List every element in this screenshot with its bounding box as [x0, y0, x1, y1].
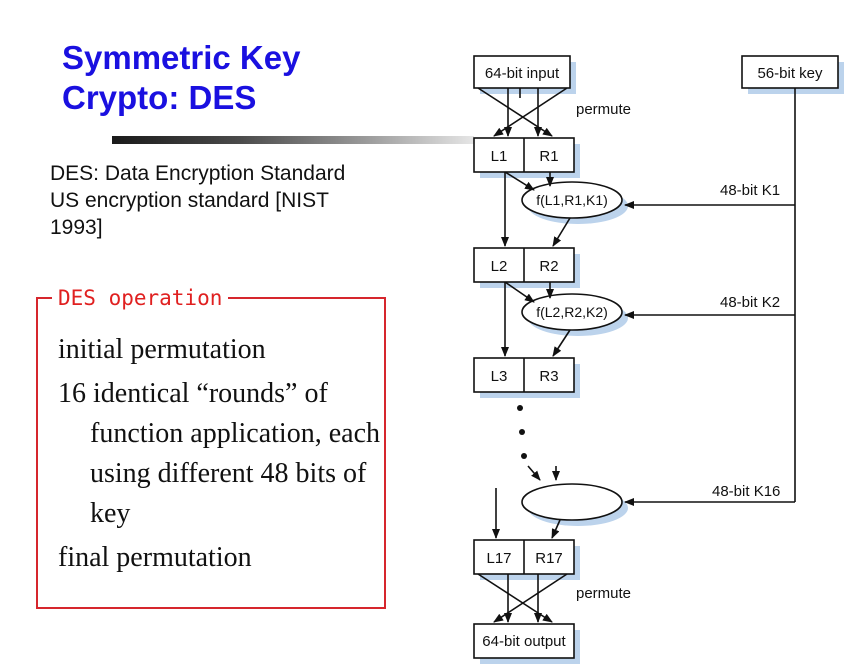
- permute-top-lines: [477, 87, 568, 137]
- operation-item-final: final permutation: [58, 542, 252, 573]
- r2-label: R2: [539, 258, 558, 275]
- l2-label: L2: [491, 258, 508, 275]
- key-block: 56-bit key: [741, 55, 844, 94]
- output-block: 64-bit output: [473, 623, 580, 664]
- output-label: 64-bit output: [482, 633, 566, 650]
- operation-item-rounds: 16 identical “rounds” of function applic…: [58, 378, 380, 529]
- r3-label: R3: [539, 368, 558, 385]
- intro-text: DES: Data Encryption Standard US encrypt…: [50, 160, 440, 241]
- intro-line-1: DES: Data Encryption Standard: [50, 162, 346, 185]
- k1-label: 48-bit K1: [720, 182, 780, 199]
- l1-label: L1: [491, 148, 508, 165]
- slide-title: Symmetric Key Crypto: DES: [62, 38, 300, 118]
- f-round-16: [521, 483, 628, 526]
- k16-label: 48-bit K16: [712, 483, 780, 500]
- input-block: 64-bit input: [473, 55, 576, 94]
- r1-label: R1: [539, 148, 558, 165]
- round-17-block: L17 R17: [473, 539, 580, 580]
- l3-label: L3: [491, 368, 508, 385]
- des-operation-list: initial permutation 16 identical “rounds…: [58, 330, 380, 582]
- l17-label: L17: [486, 550, 511, 567]
- k2-label: 48-bit K2: [720, 294, 780, 311]
- f-round-2: f(L2,R2,K2): [521, 293, 628, 336]
- round-1-block: L1 R1: [473, 137, 580, 178]
- f2-label: f(L2,R2,K2): [536, 304, 608, 320]
- f-round-1: f(L1,R1,K1): [521, 181, 628, 224]
- permute-bottom-label: permute: [576, 585, 631, 602]
- permute-top-label: permute: [576, 101, 631, 118]
- slide-title-line-1: Symmetric Key: [62, 39, 301, 76]
- key-label: 56-bit key: [757, 65, 823, 82]
- input-label: 64-bit input: [485, 65, 560, 82]
- slide-title-line-2: Crypto: DES: [62, 79, 257, 116]
- intro-line-2: US encryption standard [NIST: [50, 189, 329, 212]
- intro-line-3: 1993]: [50, 216, 103, 239]
- des-operation-label: DES operation: [52, 284, 229, 312]
- operation-item-initial: initial permutation: [58, 334, 266, 365]
- r17-label: R17: [535, 550, 563, 567]
- title-gradient-rule: [112, 136, 474, 144]
- continuation-dots: [517, 405, 527, 459]
- permute-bottom-lines: [477, 573, 568, 623]
- round-2-block: L2 R2: [473, 247, 580, 288]
- f1-label: f(L1,R1,K1): [536, 192, 608, 208]
- round-3-block: L3 R3: [473, 357, 580, 398]
